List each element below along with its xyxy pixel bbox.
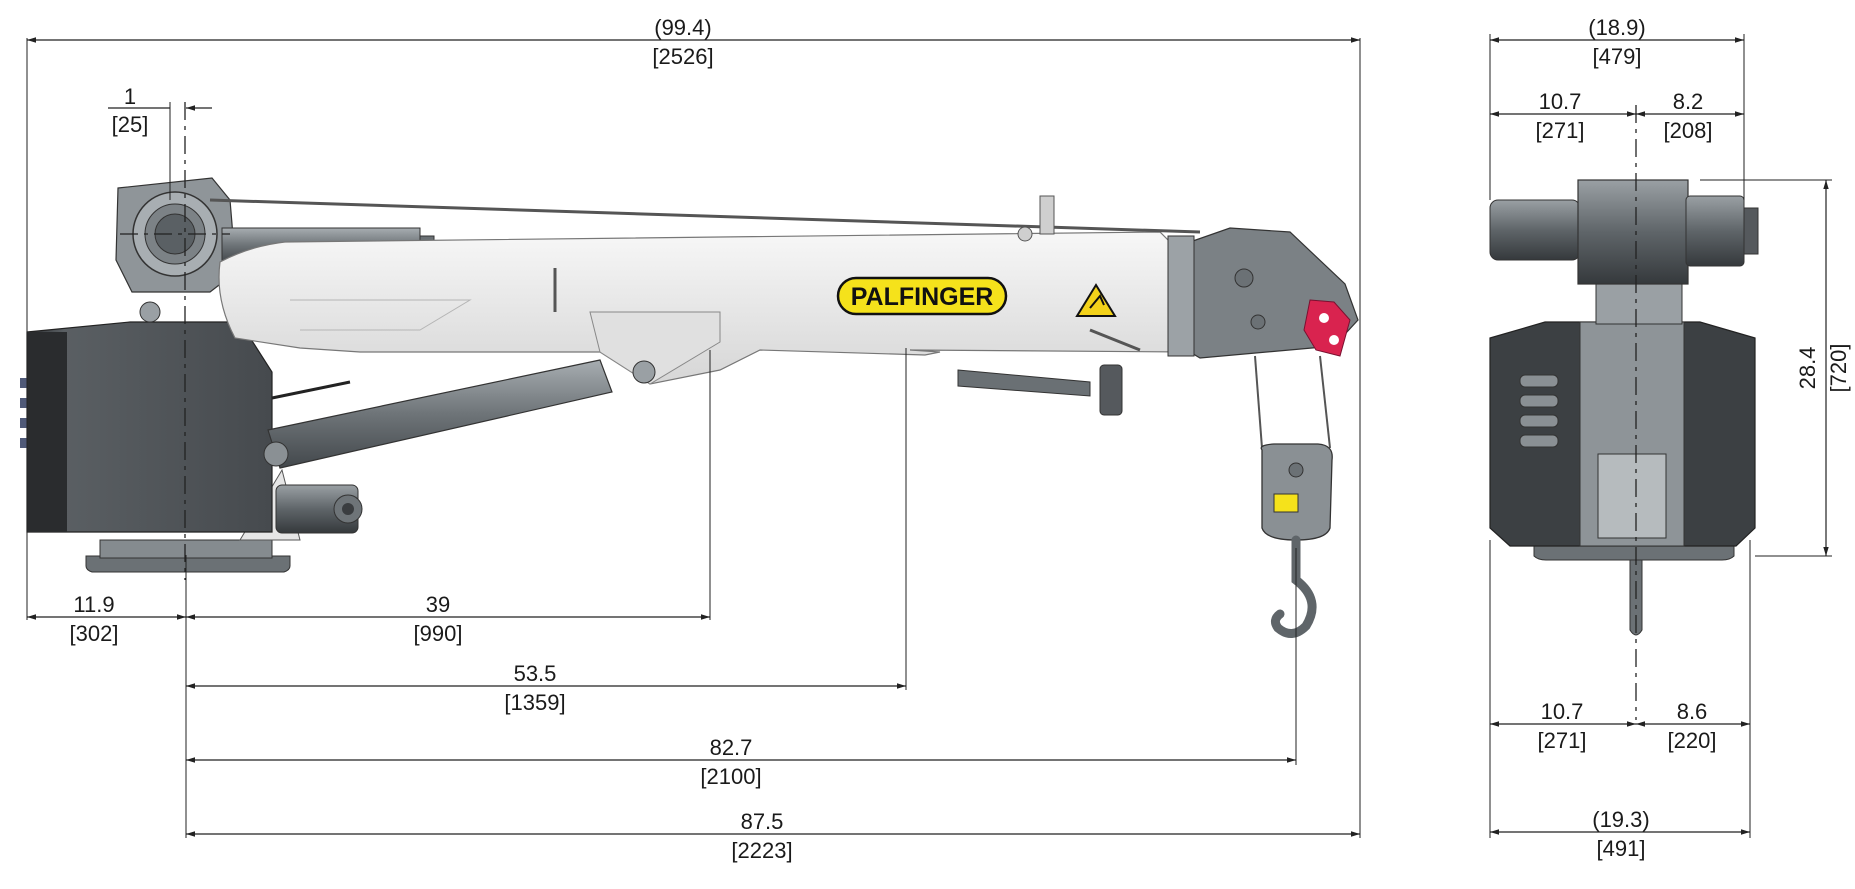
warning-sign (1075, 283, 1117, 317)
slew-head (115, 177, 237, 323)
dim-reach-4: 87.5 [2223] (186, 809, 1360, 863)
housing-ports (20, 378, 27, 448)
front-view (1489, 179, 1759, 636)
overall-length-inch: (99.4) (654, 15, 711, 40)
boom-fittings (553, 195, 1141, 352)
front-winch (1489, 179, 1759, 285)
bottom-width-inch: (19.3) (1592, 807, 1649, 832)
overall-length-mm: [2526] (652, 44, 713, 69)
bottom-left-mm: [271] (1538, 728, 1587, 753)
hook-block (1260, 443, 1333, 541)
boom-tip (1167, 227, 1359, 359)
reach-1-inch: 39 (426, 592, 450, 617)
pendant-handle (957, 364, 1123, 416)
crane-hook (1270, 535, 1317, 638)
boom-lower-web (589, 311, 721, 385)
palfinger-logo: PALFINGER (836, 276, 1008, 316)
dim-bottom-left: 10.7 [271] (1490, 699, 1636, 753)
top-right-inch: 8.2 (1673, 89, 1704, 114)
top-width-mm: [479] (1593, 44, 1642, 69)
dim-reach-2: 53.5 [1359] (186, 661, 906, 715)
bottom-right-mm: [220] (1668, 728, 1717, 753)
dim-overall-length: (99.4) [2526] (27, 15, 1360, 69)
front-access-panel (1597, 453, 1667, 539)
dim-top-width: (18.9) [479] (1490, 15, 1744, 69)
top-width-inch: (18.9) (1588, 15, 1645, 40)
reach-4-inch: 87.5 (741, 809, 784, 834)
base-to-center-inch: 11.9 (73, 592, 114, 617)
reach-3-mm: [2100] (700, 764, 761, 789)
side-view: PALFINGER (20, 177, 1359, 638)
height-inch: 28.4 (1795, 347, 1820, 390)
dim-pivot-offset: 1 [25] (108, 84, 212, 137)
dim-bottom-width: (19.3) [491] (1490, 807, 1750, 861)
base-plate (85, 555, 291, 573)
front-base-plate (1533, 545, 1735, 561)
front-mast (1595, 283, 1683, 325)
antenna (271, 380, 351, 400)
reach-3-inch: 82.7 (710, 735, 753, 760)
height-mm: [720] (1826, 344, 1851, 393)
top-right-mm: [208] (1664, 118, 1713, 143)
pivot-offset-inch: 1 (124, 84, 136, 109)
brand-logo-text: PALFINGER (851, 283, 994, 311)
dim-reach-3: 82.7 [2100] (186, 735, 1296, 789)
reach-4-mm: [2223] (731, 838, 792, 863)
main-boom (218, 231, 1191, 385)
mast-winch (275, 484, 363, 534)
bottom-width-mm: [491] (1597, 836, 1646, 861)
top-left-mm: [271] (1536, 118, 1585, 143)
pivot-offset-mm: [25] (112, 112, 149, 137)
reach-2-mm: [1359] (504, 690, 565, 715)
dim-height: 28.4 [720] (1795, 180, 1851, 556)
reach-1-mm: [990] (414, 621, 463, 646)
housing-side-panel (27, 332, 67, 532)
top-left-inch: 10.7 (1539, 89, 1582, 114)
dim-top-right: 8.2 [208] (1636, 89, 1744, 143)
dim-reach-1: 39 [990] (186, 592, 710, 646)
dim-top-left: 10.7 [271] (1490, 89, 1636, 143)
reach-2-inch: 53.5 (514, 661, 557, 686)
front-ports (1519, 374, 1559, 448)
hoist-assembly (1254, 355, 1333, 638)
boom-rope (209, 198, 1201, 234)
side-dimensions: (99.4) [2526] 1 [25] 11.9 [302] 39 [990]… (26, 15, 1361, 863)
front-dimensions: (18.9) [479] 10.7 [271] 8.2 [208] 28.4 [… (1489, 15, 1851, 861)
base-to-center-mm: [302] (70, 621, 119, 646)
boom-seam (290, 299, 472, 331)
bottom-left-inch: 10.7 (1541, 699, 1584, 724)
lift-cylinder (263, 359, 656, 469)
center-lines (120, 102, 1637, 720)
dim-bottom-right: 8.6 [220] (1636, 699, 1750, 753)
dim-base-to-center: 11.9 [302] (27, 592, 186, 646)
tip-red-bracket (1303, 299, 1351, 357)
bottom-right-inch: 8.6 (1677, 699, 1708, 724)
